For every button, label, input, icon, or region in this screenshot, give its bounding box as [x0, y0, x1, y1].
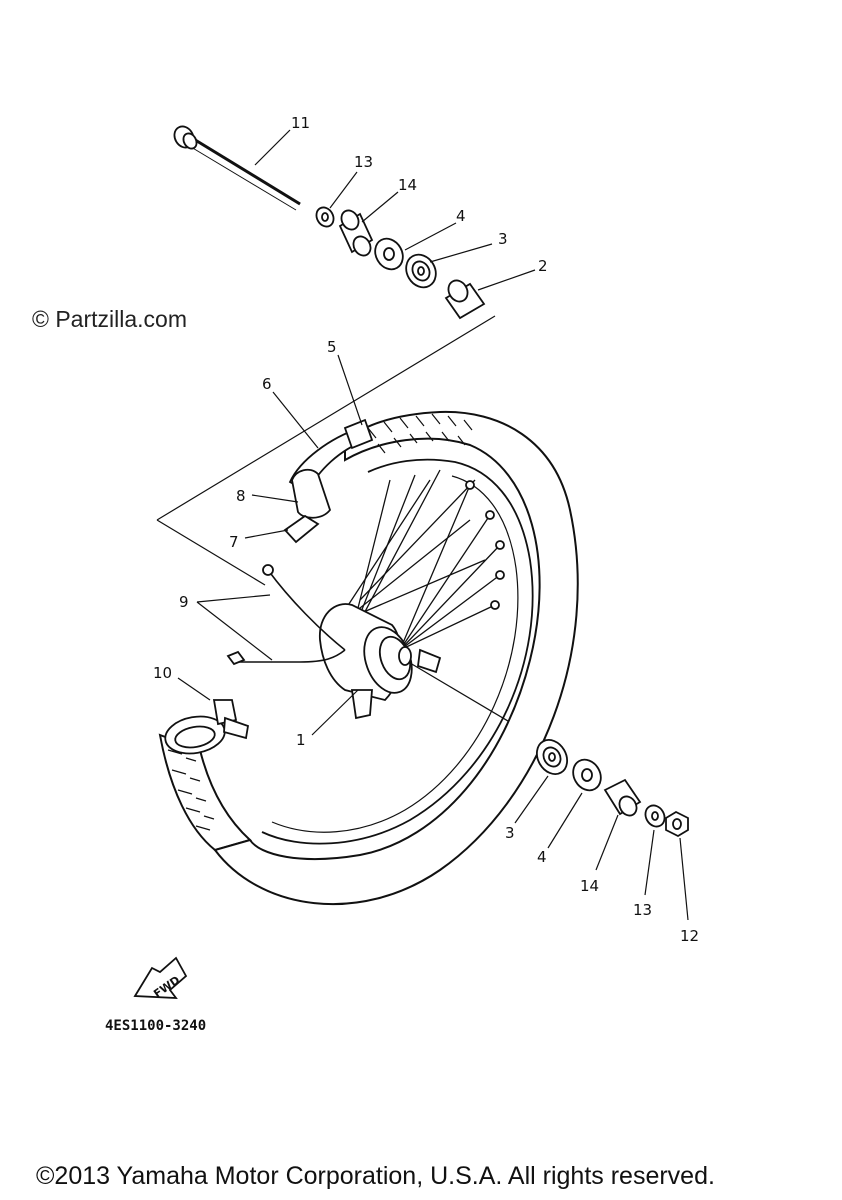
tire-tread [367, 413, 473, 454]
callout-2: 2 [538, 257, 548, 275]
callout-6: 6 [262, 375, 272, 393]
oil-seal-part-4-bottom [572, 758, 602, 792]
callout-14-top: 14 [398, 176, 417, 194]
leader-lines [177, 129, 689, 921]
gear-unit-part-10 [164, 699, 250, 755]
fwd-arrow-icon: FWD [133, 956, 188, 1001]
callout-4-bottom: 4 [537, 848, 547, 866]
valve-part-8 [291, 468, 332, 519]
axle-part-11 [173, 125, 301, 211]
callout-5: 5 [327, 338, 337, 356]
oil-seal-part-4-top [374, 237, 404, 271]
callout-7: 7 [229, 533, 239, 551]
rim-lock-part-7 [283, 514, 320, 544]
collar-part-13-bottom [644, 804, 666, 828]
rim-band-part-5 [343, 418, 374, 450]
callout-3-bottom: 3 [505, 824, 515, 842]
callout-11: 11 [291, 114, 310, 132]
callout-4-top: 4 [456, 207, 466, 225]
spacer-part-14-top [338, 209, 374, 257]
collar-part-13-top [315, 206, 335, 228]
callout-9: 9 [179, 593, 189, 611]
callout-13-top: 13 [354, 153, 373, 171]
callout-numbers: 11 13 14 4 3 2 5 6 8 7 9 10 1 3 4 14 13 … [153, 114, 699, 945]
callout-8: 8 [236, 487, 246, 505]
partzilla-watermark: © Partzilla.com [32, 306, 187, 332]
tire-lower-segment [158, 733, 253, 852]
spacer-part-2 [444, 279, 486, 320]
copyright-notice: ©2013 Yamaha Motor Corporation, U.S.A. A… [36, 1162, 715, 1190]
callout-14-bottom: 14 [580, 877, 599, 895]
diagram-part-code: 4ES1100-3240 [105, 1018, 206, 1034]
callout-1: 1 [296, 731, 306, 749]
bearing-part-3-top [405, 253, 437, 289]
cable-part-9 [226, 564, 346, 666]
hub-part-1 [319, 603, 442, 720]
spoke-nipples [465, 480, 505, 610]
callout-13-bottom: 13 [633, 901, 652, 919]
spacer-part-14-bottom [603, 778, 642, 817]
callout-3-top: 3 [498, 230, 508, 248]
callout-10: 10 [153, 664, 172, 682]
nut-part-12 [665, 810, 689, 838]
bearing-part-3-bottom [536, 739, 568, 775]
callout-12: 12 [680, 927, 699, 945]
